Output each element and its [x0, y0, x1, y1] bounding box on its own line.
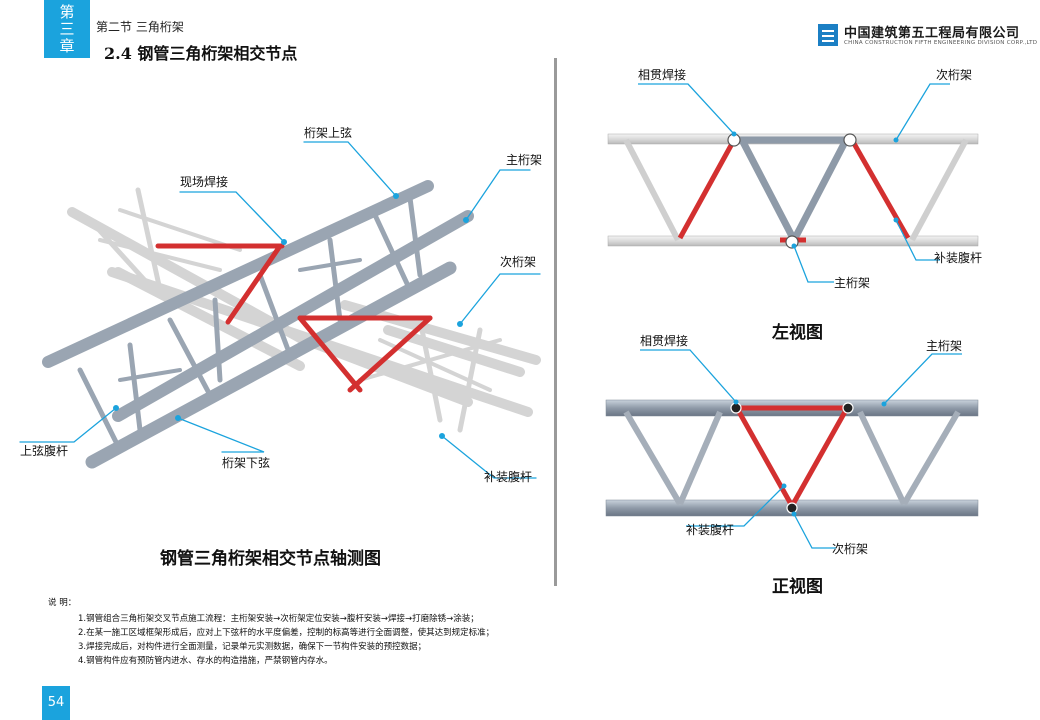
- front-label-filler-web: 补装腹杆: [686, 523, 735, 537]
- note-item: 4.钢管构件应有预防管内进水、存水的构造措施，严禁钢管内存水。: [78, 656, 333, 666]
- left-label-main-truss: 主桁架: [834, 276, 871, 290]
- label-main-truss: 主桁架: [506, 153, 543, 167]
- left-label-secondary-truss: 次桁架: [936, 68, 973, 82]
- front-view-caption: 正视图: [772, 577, 823, 597]
- front-label-main-truss: 主桁架: [926, 339, 963, 353]
- vertical-divider: [554, 58, 557, 586]
- chapter-char-1: 第: [59, 3, 75, 21]
- company-name-cn: 中国建筑第五工程局有限公司: [844, 26, 1020, 41]
- section-label: 第二节 三角桁架: [96, 20, 184, 34]
- front-view-drawing: [605, 349, 979, 549]
- chapter-char-3: 章: [59, 37, 75, 55]
- chapter-char-2: 三: [59, 20, 75, 38]
- notes-heading: 说 明：: [48, 598, 77, 608]
- page-title: 2.4 钢管三角桁架相交节点: [104, 44, 298, 63]
- page-number: 54: [42, 686, 70, 720]
- label-site-weld: 现场焊接: [180, 175, 229, 189]
- note-item: 1.钢管组合三角桁架交叉节点施工流程：主桁架安装→次桁架定位安装→腹杆安装→焊接…: [78, 614, 479, 624]
- company-name-en: CHINA CONSTRUCTION FIFTH ENGINEERING DIV…: [844, 40, 1038, 46]
- left-view-drawing: [607, 83, 979, 283]
- left-view-caption: 左视图: [772, 323, 823, 343]
- axonometric-caption: 钢管三角桁架相交节点轴测图: [160, 549, 381, 569]
- note-item: 3.焊接完成后，对构件进行全面测量，记录单元实测数据，确保下一节构件安装的预控数…: [78, 642, 427, 652]
- axo-callouts: [19, 141, 541, 479]
- front-label-secondary-truss: 次桁架: [832, 542, 869, 556]
- front-label-penetration-weld: 相贯焊接: [640, 334, 689, 348]
- note-item: 2.在某一施工区域框架形成后，应对上下弦杆的水平度偏差，控制的标高等进行全面调整…: [78, 628, 495, 638]
- label-filler-web: 补装腹杆: [484, 470, 533, 484]
- label-secondary-truss: 次桁架: [500, 255, 537, 269]
- filler-web-red: [155, 243, 433, 393]
- main-truss-dark: [42, 180, 474, 469]
- label-upper-web: 上弦腹杆: [20, 444, 69, 458]
- left-label-penetration-weld: 相贯焊接: [638, 68, 687, 82]
- label-top-chord: 桁架上弦: [304, 126, 353, 140]
- label-bottom-chord: 桁架下弦: [222, 456, 271, 470]
- cscec-logo-icon: [818, 24, 838, 46]
- chapter-tab: 第 三 章: [44, 0, 90, 58]
- axonometric-drawing: [19, 141, 541, 479]
- left-label-filler-web: 补装腹杆: [934, 251, 983, 265]
